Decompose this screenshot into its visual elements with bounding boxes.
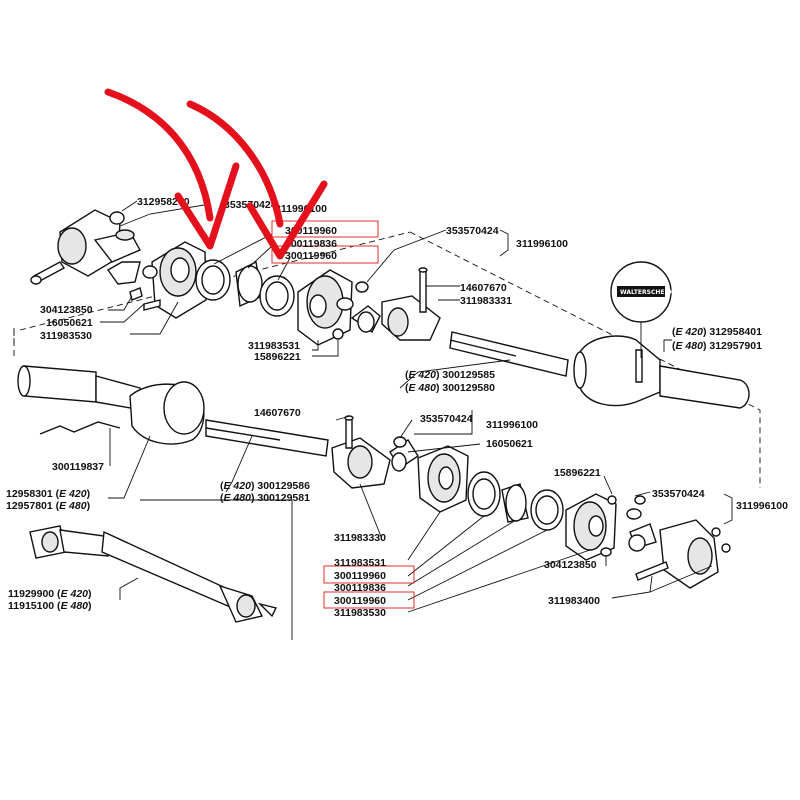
complete-shaft-inset [29, 499, 293, 640]
bottom-seal-rings [467, 471, 564, 531]
bottom-flange-housing [417, 445, 469, 513]
label-pin-top: 14607670 [460, 282, 507, 294]
label-bot-screw: 15896221 [554, 467, 601, 479]
label-chain: 300119837 [52, 461, 104, 473]
label-mid-cover: 311983531 [248, 340, 300, 352]
highlight-box-bottom-1 [323, 565, 415, 584]
label-guard-top-e480: (E 480) 312957901 [672, 340, 762, 352]
top-left-yoke-assembly [30, 209, 141, 285]
label-bot-seal-2: 300119836 [334, 582, 386, 594]
label-guard-bot-2: 12957801 (E 480) [6, 500, 90, 512]
label-bot-seal-1: 300119960 [334, 570, 386, 582]
label-tube-bot-e420: (E 420) 300129586 [220, 480, 310, 492]
highlight-box-top-1 [271, 220, 379, 238]
label-bot-yoke-set: 311983400 [548, 595, 600, 607]
label-bot-kit: 311996100 [486, 419, 538, 431]
bottom-profile-tube [205, 419, 329, 457]
left-flange-housing [129, 241, 207, 319]
red-arrow-left-head-icon [174, 162, 240, 250]
red-arrow-right-icon [186, 100, 284, 228]
label-bot-grease: 16050621 [486, 438, 533, 450]
leader-lines [100, 200, 733, 613]
red-annotation-arrows [104, 88, 328, 260]
label-complete-1: 11929900 (E 420) [8, 588, 92, 600]
bottom-right-flange [565, 493, 617, 561]
label-top-seal-2: 300119836 [285, 238, 337, 250]
walterscheid-logo-badge [610, 261, 672, 358]
label-bot-snap: 353570424 [420, 413, 473, 425]
label-tube-top-e420: (E 420) 300129585 [405, 369, 495, 381]
label-left-cover: 311983530 [40, 330, 92, 342]
label-logo: WALTERSCHEID [620, 289, 672, 296]
label-complete-2: 11915100 (E 480) [8, 600, 92, 612]
top-profile-tube [449, 331, 569, 377]
label-tube-top-e480: (E 480) 300129580 [405, 382, 495, 394]
part-labels: 312958200 353570424 311996100 300119960 … [6, 196, 788, 619]
label-bot-cover: 311983531 [334, 557, 386, 569]
highlight-box-bottom-2 [323, 591, 415, 609]
label-mid-snap: 353570424 [446, 225, 499, 237]
label-bot-ring-set: 353570424 [652, 488, 705, 500]
label-tube-bot-e480: (E 480) 300129581 [220, 492, 310, 504]
label-mid-screw: 15896221 [254, 351, 301, 363]
label-yoke-bot: 311983330 [334, 532, 386, 544]
top-guard-cone [573, 335, 750, 409]
left-guard-tube [17, 365, 205, 445]
label-pin-bot: 14607670 [254, 407, 301, 419]
label-bot-cover-2: 311983530 [334, 607, 386, 619]
label-left-bolt: 304123850 [40, 304, 93, 316]
bottom-right-yoke-assembly [626, 495, 731, 589]
highlight-box-top-2 [271, 245, 379, 264]
label-top-kit: 311996100 [275, 203, 327, 215]
label-left-grease: 16050621 [46, 317, 93, 329]
red-arrow-left-icon [104, 88, 214, 222]
label-yoke-top: 311983331 [460, 295, 512, 307]
highlight-boxes [271, 220, 415, 609]
bottom-cross-yoke [331, 415, 419, 489]
label-bot-bolt: 304123850 [544, 559, 597, 571]
label-bot-right-kit: 311996100 [736, 500, 788, 512]
label-top-seal-3: 300119960 [285, 250, 337, 262]
label-bot-seal-3: 300119960 [334, 595, 386, 607]
label-guard-top-e420: (E 420) 312958401 [672, 326, 762, 338]
red-arrow-right-head-icon [246, 180, 328, 260]
label-mid-kit: 311996100 [516, 238, 568, 250]
label-guard-bot-1: 12958301 (E 420) [6, 488, 90, 500]
top-cross-yoke [350, 267, 441, 341]
mid-flange-housing [297, 269, 369, 346]
top-seal-rings [195, 259, 295, 317]
